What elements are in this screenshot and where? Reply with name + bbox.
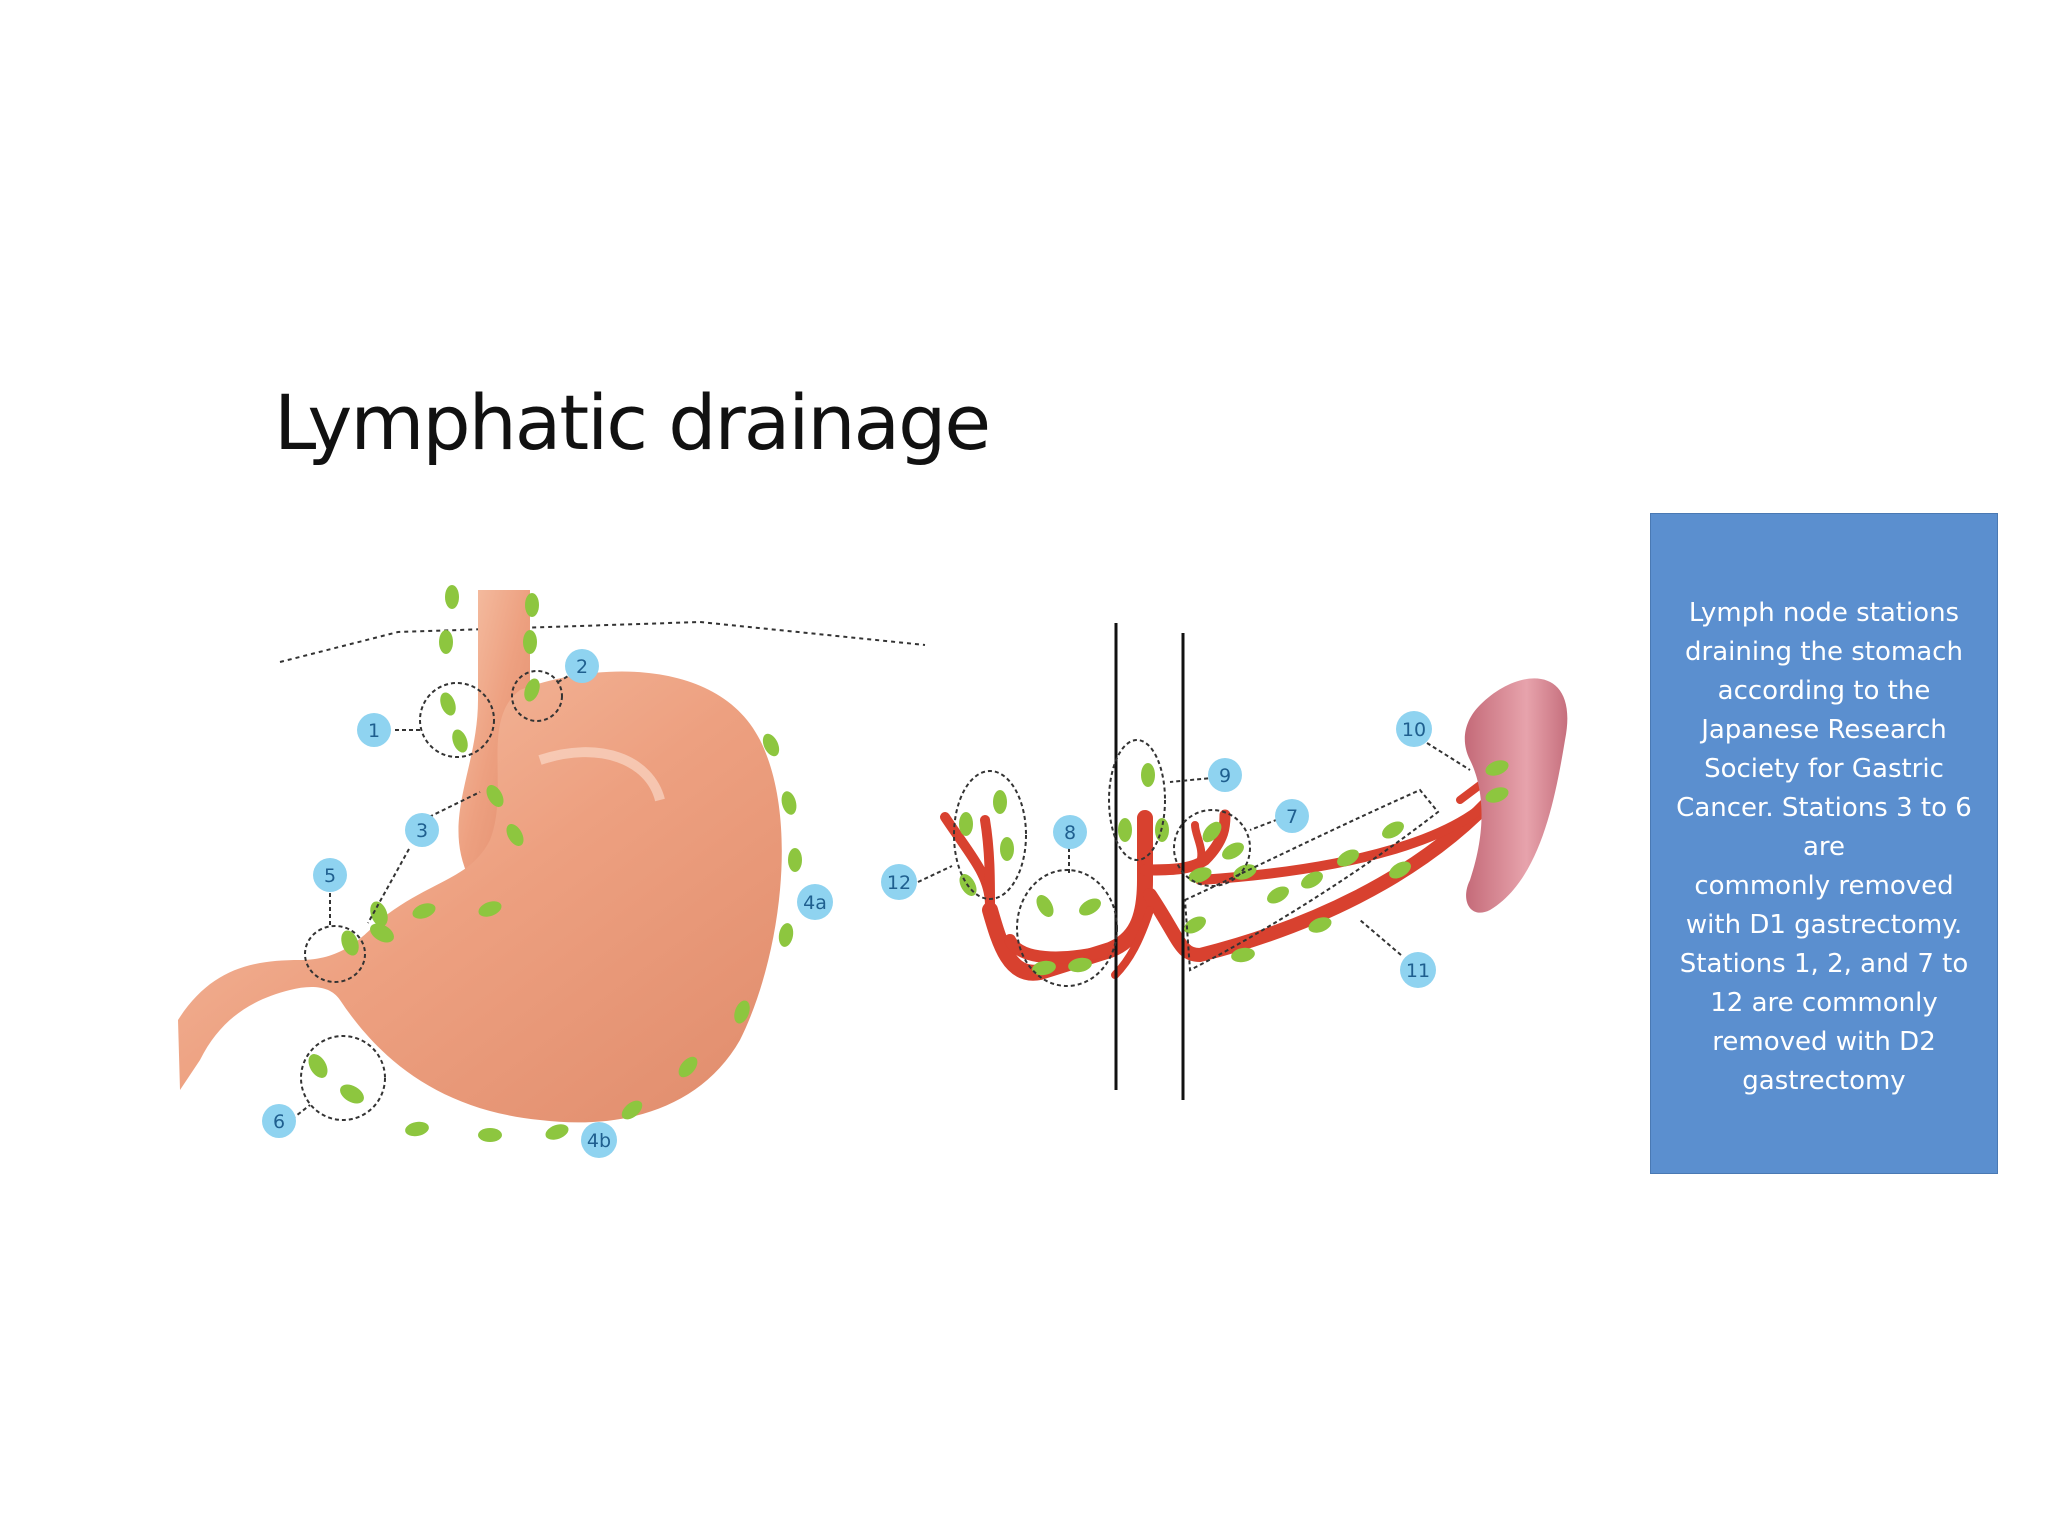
station-8-label: 8 [1064,822,1076,844]
info-line: Japanese Research [1701,715,1947,745]
station-9-label: 9 [1219,765,1231,787]
info-line: are [1802,832,1846,862]
slide-title: Lymphatic drainage [274,378,991,467]
station-label-bubbles [262,649,1436,1158]
station-10-label: 10 [1402,719,1426,741]
station-4a-label: 4a [803,892,827,914]
info-line: with D1 gastrectomy. [1685,910,1963,940]
info-line: gastrectomy [1742,1066,1906,1096]
station-2-label: 2 [576,656,588,678]
info-line: 12 are commonly [1710,988,1938,1018]
info-box: Lymph node stations draining the stomach… [1650,513,1998,1174]
info-line: Society for Gastric [1704,754,1944,784]
station-4b-label: 4b [587,1130,611,1152]
stomach-station-circles [291,670,576,1121]
station-11-label: 11 [1406,960,1430,982]
celiac-station-circles [917,739,1471,987]
info-line: Cancer. Stations 3 to 6 [1676,793,1972,823]
dissection-line [279,620,926,663]
station-1-label: 1 [368,720,380,742]
info-line: draining the stomach [1685,637,1963,667]
station-12-label: 12 [887,872,911,894]
info-line: Lymph node stations [1688,598,1960,628]
station-3-label: 3 [416,820,428,842]
spleen-illustration [1464,678,1568,913]
stomach-illustration [178,590,782,1123]
station-7-label: 7 [1286,806,1298,828]
info-line: Stations 1, 2, and 7 to [1679,949,1969,979]
info-line: removed with D2 [1712,1027,1936,1057]
info-line: according to the [1717,676,1931,706]
stomach-nodes [308,585,802,1142]
station-6-label: 6 [273,1111,285,1133]
info-line: commonly removed [1694,871,1954,901]
station-5-label: 5 [324,865,336,887]
